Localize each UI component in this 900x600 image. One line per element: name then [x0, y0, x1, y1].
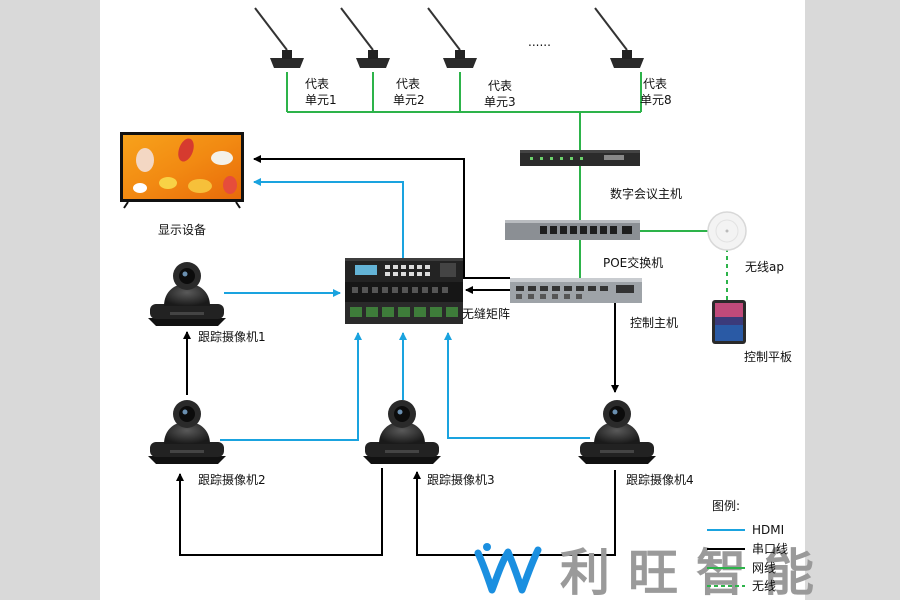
camera4-label: 跟踪摄像机4	[626, 472, 694, 487]
tracking-camera-1	[148, 262, 226, 326]
delegate1-label-line1: 代表	[305, 77, 329, 91]
camera1-label: 跟踪摄像机1	[198, 329, 266, 344]
seamless-matrix	[345, 258, 463, 324]
delegate-unit-8	[594, 7, 644, 68]
network-lines	[286, 72, 710, 278]
matrix-label: 无缝矩阵	[462, 306, 510, 321]
camera2-hdmi	[220, 332, 362, 441]
conference-host	[520, 150, 640, 166]
legend-title: 图例:	[712, 499, 740, 513]
wireless-ap	[707, 211, 747, 251]
camera4-hdmi	[444, 332, 590, 439]
delegate-unit-1	[254, 7, 304, 68]
wireless-ap-label: 无线ap	[745, 260, 784, 274]
legend: 图例: HDMI 串口线 网线 无线	[707, 499, 788, 593]
delegate-unit-3	[427, 7, 477, 68]
delegate8-label-line1: 代表	[643, 77, 667, 91]
brand-logo	[474, 543, 542, 594]
conference-host-label: 数字会议主机	[610, 186, 682, 201]
device-labels: 代表 单元1 代表 单元2 代表 单元3 代表 单元8 ...... 显示设备 …	[158, 35, 792, 487]
display-device	[120, 132, 244, 209]
delegate8-label-line2: 单元8	[640, 93, 672, 107]
delegate-ellipsis: ......	[528, 35, 551, 49]
serial-lines	[176, 155, 619, 556]
delegate-unit-2	[340, 7, 390, 68]
poe-switch-label: POE交换机	[603, 255, 663, 270]
delegate1-label-line2: 单元1	[305, 93, 337, 107]
legend-label-wireless: 无线	[752, 579, 776, 593]
control-host	[510, 278, 642, 303]
camera2-label: 跟踪摄像机2	[198, 472, 266, 487]
control-host-label: 控制主机	[630, 316, 678, 330]
legend-label-serial: 串口线	[752, 542, 788, 556]
camera4-to-camera3-serial	[413, 470, 616, 556]
hdmi-lines	[220, 178, 590, 441]
control-tablet-label: 控制平板	[744, 350, 792, 364]
matrix-to-display-hdmi	[253, 178, 404, 258]
poe-switch	[505, 220, 640, 240]
tracking-camera-3	[363, 400, 441, 464]
logo-dot-icon	[483, 543, 491, 551]
wave-logo-icon	[474, 546, 542, 594]
brand-text: 利旺智能	[560, 544, 832, 600]
display-label: 显示设备	[158, 223, 206, 237]
control-tablet	[712, 300, 746, 344]
control-to-display-serial	[253, 155, 510, 279]
tracking-camera-4	[578, 400, 656, 464]
camera3-to-camera2-serial	[176, 468, 383, 556]
delegate3-label-line2: 单元3	[484, 95, 516, 109]
delegate2-label-line1: 代表	[396, 77, 420, 91]
delegate3-label-line1: 代表	[488, 79, 512, 93]
camera3-label: 跟踪摄像机3	[427, 472, 495, 487]
tracking-camera-2	[148, 400, 226, 464]
legend-label-hdmi: HDMI	[752, 523, 784, 537]
delegate2-label-line2: 单元2	[393, 93, 425, 107]
legend-label-network: 网线	[752, 561, 776, 575]
